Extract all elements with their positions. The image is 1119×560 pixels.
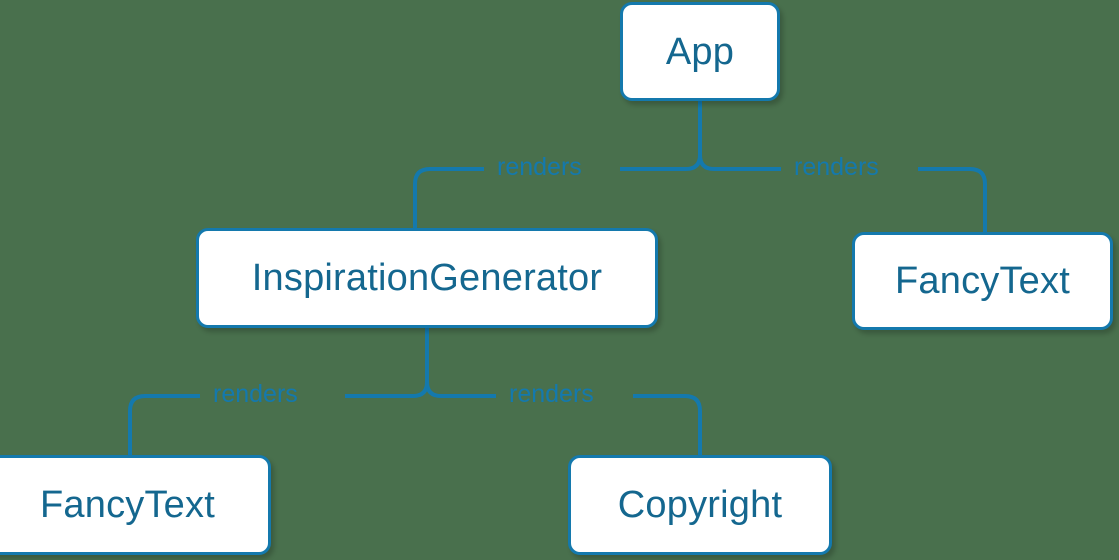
node-fancytext-left-label: FancyText — [40, 484, 215, 526]
edge-inspgen-to-copyright-drop — [633, 394, 702, 455]
node-inspirationgenerator-label: InspirationGenerator — [251, 257, 603, 299]
node-fancytext-right-label: FancyText — [895, 260, 1070, 302]
edge-label-app-to-inspirationgenerator: renders — [497, 153, 582, 181]
edge-app-trunk — [685, 101, 702, 171]
edge-app-trunk-right — [698, 154, 715, 171]
edge-label-inspirationgenerator-to-copyright: renders — [509, 380, 594, 408]
node-copyright-label: Copyright — [617, 484, 783, 526]
node-app-label: App — [665, 30, 735, 73]
edge-inspgen-trunk-right — [425, 381, 442, 398]
node-inspirationgenerator[interactable]: InspirationGenerator — [196, 228, 658, 328]
edge-app-to-fancyright-drop — [918, 167, 987, 232]
node-fancytext-left[interactable]: FancyText — [0, 455, 271, 555]
node-app[interactable]: App — [620, 2, 780, 101]
edge-label-app-to-fancytext: renders — [794, 153, 879, 181]
edge-inspgen-trunk — [412, 328, 429, 398]
edge-label-inspirationgenerator-to-fancytext: renders — [213, 380, 298, 408]
node-fancytext-right[interactable]: FancyText — [852, 232, 1113, 330]
node-copyright[interactable]: Copyright — [568, 455, 832, 555]
edge-inspgen-to-fancyleft-drop — [128, 394, 200, 455]
edge-app-to-inspgen-drop — [413, 167, 484, 228]
